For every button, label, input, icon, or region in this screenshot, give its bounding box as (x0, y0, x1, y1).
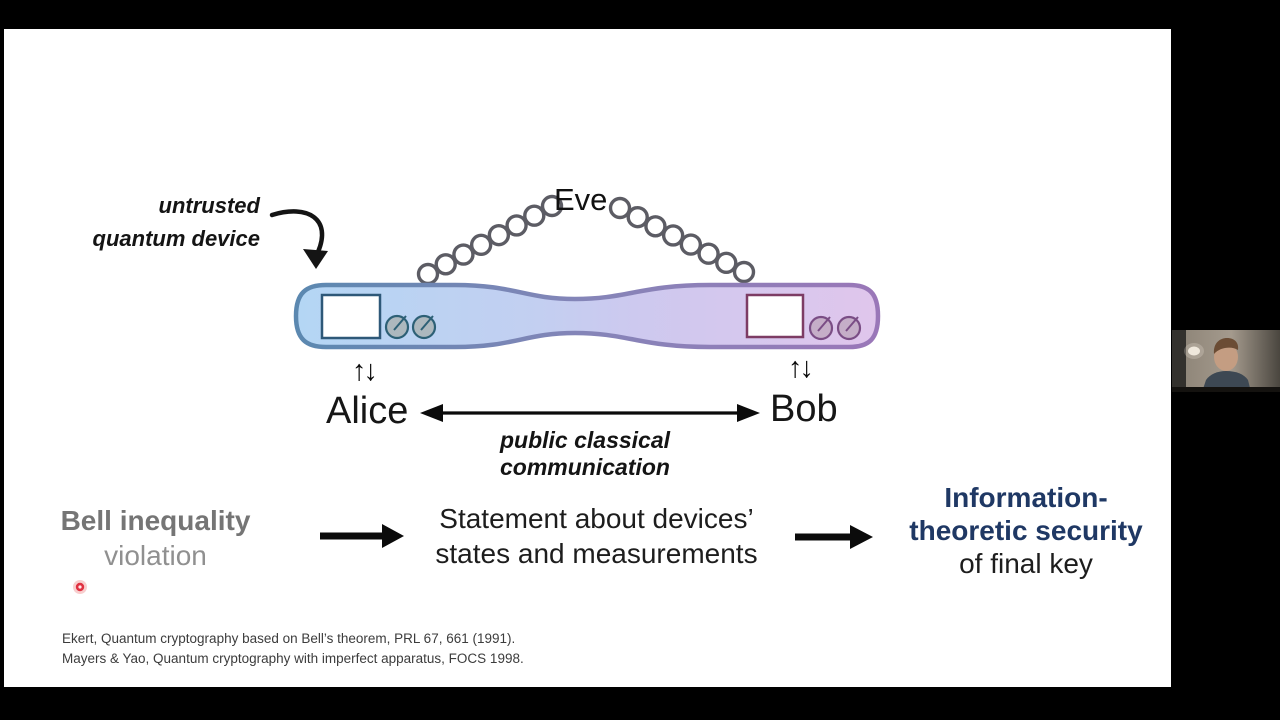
person-hair (1213, 338, 1239, 354)
slide-canvas (4, 29, 1171, 687)
flow-step-security: Information- theoretic security of final… (895, 481, 1157, 580)
device-display-right (745, 293, 805, 339)
classical-channel-arrow-icon (420, 404, 760, 422)
flow-step-bell-inequality: Bell inequality violation (38, 503, 273, 573)
laser-pointer-dot (73, 580, 87, 594)
spring-icon-right (608, 196, 756, 284)
statement-line2: states and measurements (435, 538, 758, 569)
webcam-bottom-shadow (1172, 387, 1280, 392)
dial-knob-icon-right-2 (836, 315, 862, 341)
untrusted-device-label-line2: quantum device (92, 226, 260, 251)
webcam-doorway (1172, 330, 1186, 392)
public-channel-label: public classical communication (499, 427, 671, 480)
alice-updown-arrows-icon: ↑↓ (352, 355, 378, 387)
bob-updown-arrows-icon: ↑↓ (788, 352, 814, 384)
spring-icon-left (416, 194, 564, 286)
person-silhouette (1202, 338, 1251, 392)
references: Ekert, Quantum cryptography based on Bel… (62, 629, 524, 668)
device-display-left (320, 293, 382, 340)
untrusted-device-label-line1: untrusted (158, 193, 260, 218)
person-head-icon (1214, 343, 1238, 371)
security-line1: Information- (944, 482, 1108, 513)
alice-label: Alice (326, 390, 409, 432)
webcam-scene (1172, 330, 1280, 392)
flow-arrow-icon-2 (795, 525, 873, 549)
wall-lamp-icon (1188, 346, 1200, 356)
wall-lamp-glow (1184, 343, 1204, 359)
untrusted-device-label: untrusted quantum device (55, 189, 260, 255)
dial-knob-icon-right-1 (808, 315, 834, 341)
dial-knob-icon-left-1 (384, 314, 410, 340)
statement-line1: Statement about devices’ (439, 503, 754, 534)
quantum-device (293, 282, 881, 350)
handdrawn-arrow-icon (269, 209, 328, 269)
bell-inequality-line2: violation (104, 540, 207, 571)
bell-inequality-line1: Bell inequality (60, 505, 251, 536)
security-line3: of final key (959, 548, 1093, 579)
bob-label: Bob (770, 388, 838, 430)
dial-knob-icon-left-2 (411, 314, 437, 340)
security-line2: theoretic security (909, 515, 1143, 546)
eve-label: Eve (554, 182, 608, 217)
webcam-video[interactable] (1172, 330, 1280, 392)
flow-arrow-icon-1 (320, 524, 404, 548)
reference-line-2: Mayers & Yao, Quantum cryptography with … (62, 650, 524, 666)
flow-step-statement: Statement about devices’ states and meas… (424, 501, 769, 571)
reference-line-1: Ekert, Quantum cryptography based on Bel… (62, 631, 516, 646)
